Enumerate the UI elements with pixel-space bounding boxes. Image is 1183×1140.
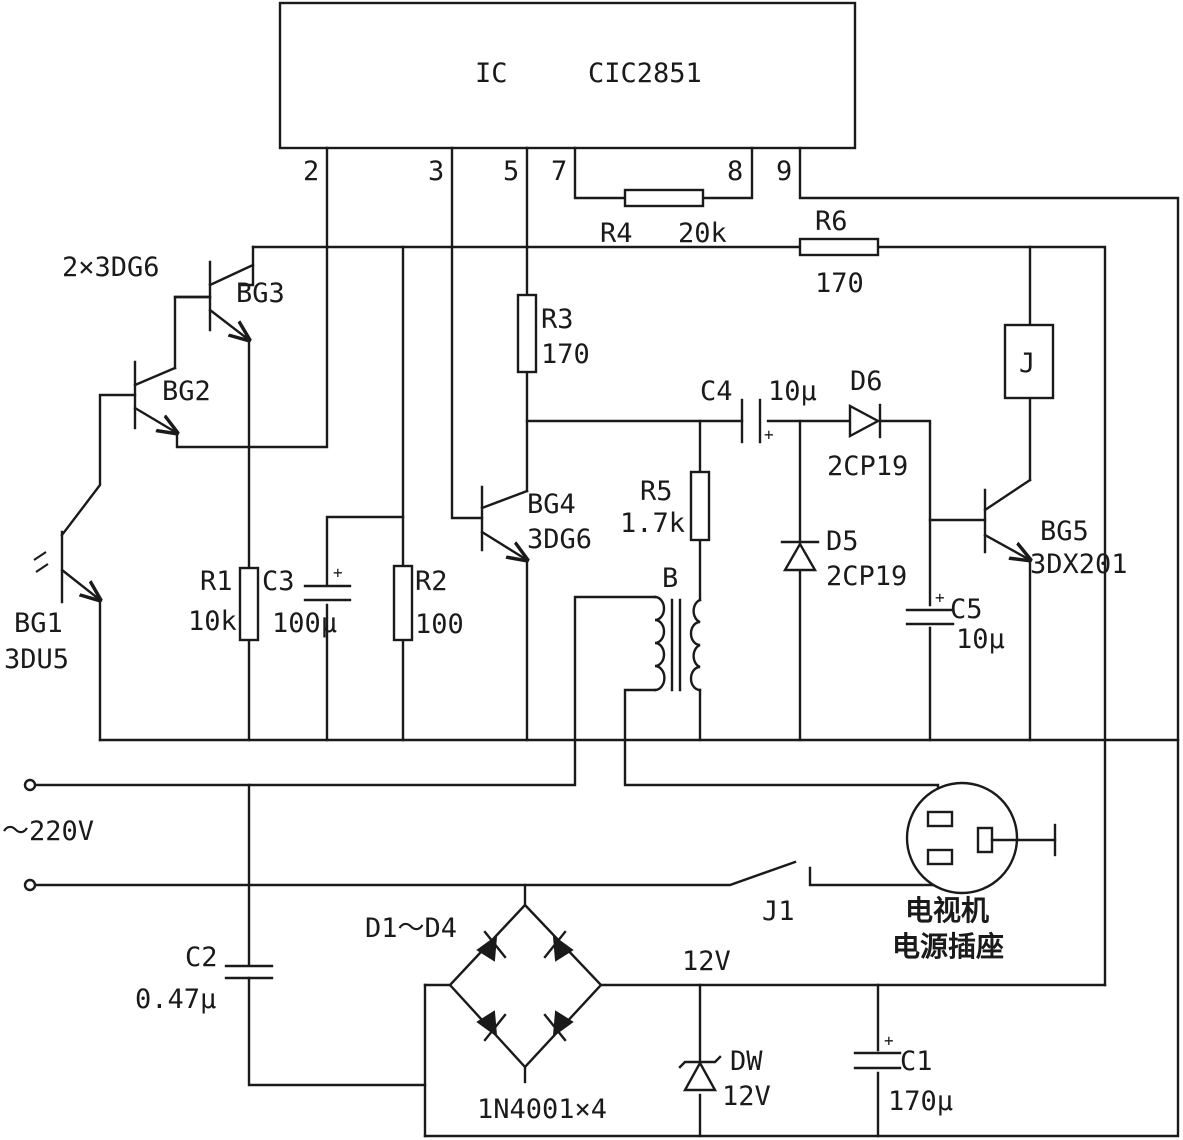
ic-block: IC CIC2851 2 3 5 7 8 9	[278, 1, 857, 187]
bridge-part: 1N4001×4	[477, 1094, 607, 1125]
zener-dw: DW 12V	[678, 1046, 771, 1112]
bg4-label: BG4	[527, 489, 576, 520]
ic-pin-2: 2	[303, 156, 319, 187]
bg2-label: BG2	[162, 376, 211, 407]
mains-input: ～220V	[2, 778, 94, 892]
ic-pin-8: 8	[727, 156, 743, 187]
c1-polarity-plus: +	[884, 1031, 894, 1050]
dw-value: 12V	[722, 1081, 771, 1112]
ic-pin-9: 9	[776, 156, 792, 187]
transformer-b: B	[653, 563, 702, 692]
d6-part: 2CP19	[827, 451, 908, 482]
transistor-bg4: BG4 3DG6	[480, 485, 592, 560]
r6-value: 170	[815, 268, 864, 299]
r3-value: 170	[541, 339, 590, 370]
c5-label: C5	[950, 594, 983, 625]
c4-polarity-plus: +	[764, 425, 774, 444]
c2-label: C2	[185, 942, 218, 973]
bg1-part: 3DU5	[4, 644, 69, 675]
mains-voltage-label: ～220V	[2, 816, 94, 847]
transistor-bg5: BG5 3DX201	[983, 478, 1128, 580]
relay-coil-label: J	[1019, 348, 1035, 379]
transformer-label: B	[662, 563, 678, 594]
capacitor-c1: + C1 170μ	[853, 1031, 953, 1117]
resistor-r4: R4 20k	[600, 188, 727, 249]
socket-label-line1: 电视机	[905, 894, 989, 927]
resistor-r2: R2 100	[392, 564, 464, 642]
bg4-part: 3DG6	[527, 524, 592, 555]
c4-label: C4	[700, 376, 733, 407]
r6-label: R6	[815, 206, 848, 237]
capacitor-c3: + C3 100μ	[262, 563, 352, 639]
ic-pin-7: 7	[551, 156, 567, 187]
ic-pin-5: 5	[503, 156, 519, 187]
capacitor-c4: + C4 10μ	[700, 376, 817, 444]
bg5-part: 3DX201	[1030, 549, 1128, 580]
bg1-label: BG1	[14, 608, 63, 639]
transistor-bg3: BG3 2×3DG6	[62, 252, 285, 340]
bg5-label: BG5	[1040, 516, 1089, 547]
resistor-r3: R3 170	[516, 293, 590, 374]
resistor-r1: R1 10k	[188, 566, 260, 642]
bridge-label: D1～D4	[365, 913, 457, 944]
diode-d6: D6 2CP19	[827, 366, 908, 482]
diode-d5: D5 2CP19	[780, 526, 907, 592]
mains-terminal-2	[23, 878, 37, 892]
d5-label: D5	[826, 526, 859, 557]
transistor-pair-note: 2×3DG6	[62, 252, 160, 283]
relay-contact-label: J1	[762, 896, 795, 927]
supply-rail-label: 12V	[682, 946, 731, 977]
r2-value: 100	[415, 609, 464, 640]
bridge-rectifier: D1～D4 1N4001×4	[365, 903, 607, 1125]
transistor-bg1: BG1 3DU5	[4, 530, 100, 675]
c3-polarity-plus: +	[333, 563, 343, 582]
c5-polarity-plus: +	[935, 588, 945, 607]
r1-value: 10k	[188, 606, 237, 637]
socket-pin-1	[926, 810, 954, 828]
r4-label: R4	[600, 218, 633, 249]
ic-pin-3: 3	[428, 156, 444, 187]
resistor-r6: R6 170	[798, 206, 880, 299]
capacitor-c5: + C5 10μ	[905, 588, 1005, 655]
resistor-r5: R5 1.7k	[620, 470, 711, 542]
d6-label: D6	[850, 366, 883, 397]
c4-value: 10μ	[768, 376, 817, 407]
c3-label: C3	[262, 566, 295, 597]
r4-value: 20k	[678, 218, 727, 249]
c1-label: C1	[900, 1046, 933, 1077]
socket-earth-pin	[976, 826, 994, 854]
tv-power-socket: 电视机 电源插座	[892, 781, 1057, 963]
ic-part-number: CIC2851	[588, 58, 702, 89]
socket-pin-2	[926, 848, 954, 866]
mains-terminal-1	[23, 778, 37, 792]
c1-value: 170μ	[888, 1086, 953, 1117]
relay-coil-j: J	[1003, 323, 1055, 400]
bridge-diode-4	[543, 1010, 574, 1042]
d5-part: 2CP19	[826, 561, 907, 592]
bridge-diode-1	[476, 930, 507, 962]
c3-value: 100μ	[272, 608, 337, 639]
wiring	[28, 146, 1180, 1138]
capacitor-c2: C2 0.47μ	[135, 942, 274, 1015]
c5-value: 10μ	[956, 624, 1005, 655]
bridge-diode-2	[543, 930, 574, 962]
bridge-diode-3	[476, 1010, 507, 1042]
r3-label: R3	[541, 304, 574, 335]
dw-label: DW	[730, 1046, 763, 1077]
bg3-label: BG3	[236, 278, 285, 309]
r1-label: R1	[200, 566, 233, 597]
c2-value: 0.47μ	[135, 984, 216, 1015]
socket-label-line2: 电源插座	[892, 930, 1004, 963]
r2-label: R2	[415, 566, 448, 597]
ic-label: IC	[475, 58, 508, 89]
r5-value: 1.7k	[620, 508, 685, 539]
light-ray-icon	[33, 551, 47, 561]
r5-label: R5	[640, 476, 673, 507]
transistor-bg2: BG2	[133, 360, 211, 433]
